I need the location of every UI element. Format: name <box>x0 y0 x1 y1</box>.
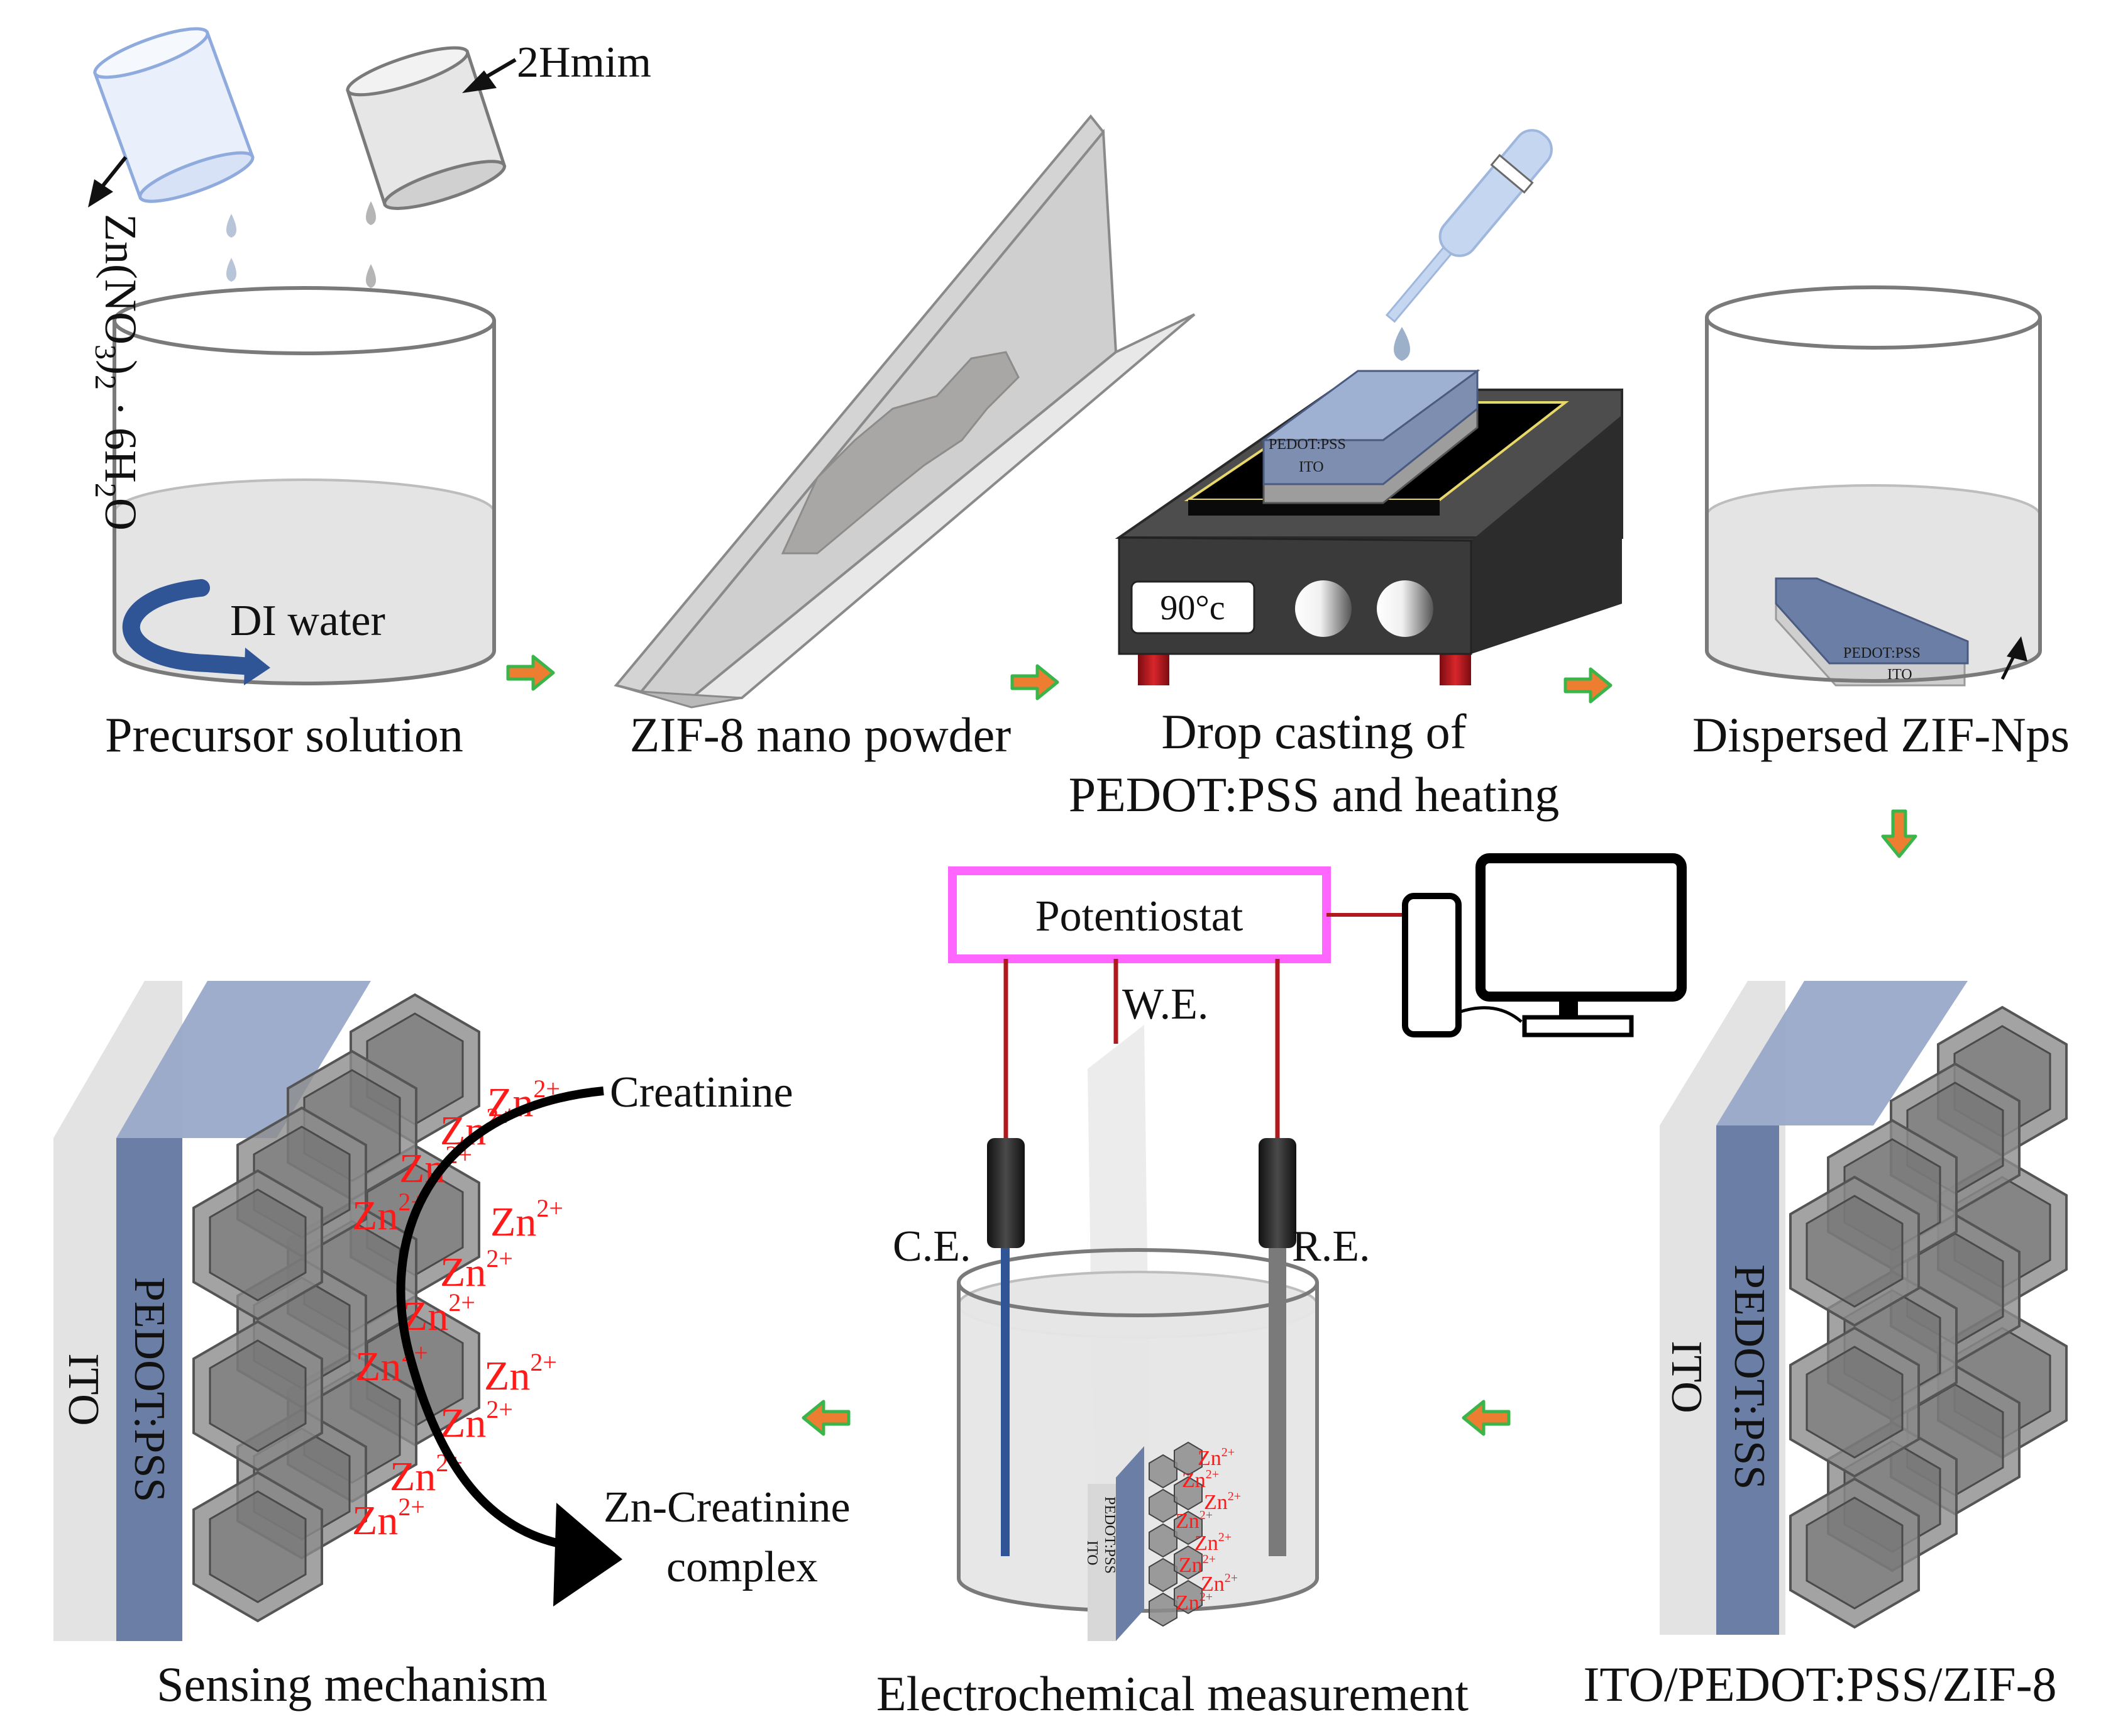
svg-text:Zn2+: Zn2+ <box>1201 1571 1238 1596</box>
svg-text:Zn2+: Zn2+ <box>1204 1490 1241 1514</box>
svg-text:Zn2+: Zn2+ <box>484 1348 557 1399</box>
reference-electrode-icon <box>1259 1138 1296 1556</box>
glass-pour-left-icon <box>93 27 255 282</box>
pedot-pss-layer-label: PEDOT:PSS <box>1101 1496 1118 1574</box>
precursor-beaker-icon <box>113 286 496 685</box>
temperature-label: 90°c <box>1160 589 1225 628</box>
svg-text:Zn2+: Zn2+ <box>1176 1508 1213 1533</box>
caption-ito-pedot-zif8: ITO/PEDOT:PSS/ZIF-8 <box>1583 1657 2056 1711</box>
ito-layer-label: ITO <box>59 1353 108 1425</box>
ito-layer-label: ITO <box>1662 1341 1711 1413</box>
pedot-pss-layer-label: PEDOT:PSS <box>125 1277 174 1502</box>
hmim-pointer-arrow-icon <box>462 58 517 93</box>
zinc-salt-label: Zn(NO3)2 · 6H2O <box>89 214 146 531</box>
counter-electrode-icon <box>987 1138 1025 1556</box>
pedot-pss-layer-label: PEDOT:PSS <box>1269 436 1346 453</box>
mini-electrode-icon <box>1088 1442 1203 1641</box>
svg-text:Zn2+: Zn2+ <box>440 1395 513 1446</box>
counter-electrode-label: C.E. <box>893 1222 971 1271</box>
di-water-label: DI water <box>230 597 385 645</box>
electrode-stack-icon <box>1660 981 2068 1635</box>
stir-arrow-icon <box>122 579 270 685</box>
ito-layer-label: ITO <box>1887 666 1912 683</box>
zinc-salt-pointer-arrow-icon <box>88 156 128 207</box>
process-arrow-icon <box>803 1402 849 1434</box>
computer-icon <box>1326 853 1687 1037</box>
creatinine-pathway-arrow-icon <box>396 1086 622 1606</box>
caption-dispersed-zif-nps: Dispersed ZIF-Nps <box>1692 707 2070 762</box>
working-electrode-label: W.E. <box>1122 980 1208 1029</box>
svg-text:Zn2+: Zn2+ <box>402 1288 475 1339</box>
weighing-boat-icon <box>614 114 1196 709</box>
process-arrow-icon <box>1883 811 1916 856</box>
dispersion-beaker-icon <box>1705 285 2042 687</box>
svg-text:Zn2+: Zn2+ <box>1179 1552 1216 1577</box>
sensing-electrode-stack-icon <box>53 981 480 1641</box>
ito-layer-label: ITO <box>1299 459 1324 475</box>
caption-drop-casting-line1: Drop casting of <box>1161 704 1466 759</box>
ito-substrate-icon <box>1260 369 1481 504</box>
caption-sensing-mechanism: Sensing mechanism <box>157 1657 548 1711</box>
electrode-wire-icon <box>1003 959 1280 1138</box>
svg-text:Zn2+: Zn2+ <box>1182 1468 1219 1492</box>
pedot-pss-layer-label: PEDOT:PSS <box>1843 645 1921 661</box>
zn-creatinine-complex-label-line2: complex <box>666 1543 818 1591</box>
svg-text:Zn2+: Zn2+ <box>1194 1530 1232 1555</box>
process-arrow-icon <box>508 656 553 689</box>
svg-text:Zn2+: Zn2+ <box>355 1339 428 1390</box>
svg-text:Zn2+: Zn2+ <box>1176 1590 1213 1615</box>
substrate-pointer-arrow-icon <box>2000 636 2027 680</box>
glass-pour-right-icon <box>346 46 507 288</box>
reference-electrode-label: R.E. <box>1292 1222 1370 1271</box>
svg-text:Zn2+: Zn2+ <box>352 1493 425 1544</box>
svg-text:Zn2+: Zn2+ <box>1198 1446 1235 1470</box>
hmim-label: 2Hmim <box>517 38 651 87</box>
hotplate-knob-icon <box>1295 580 1433 637</box>
potentiostat-label: Potentiostat <box>1035 892 1243 941</box>
caption-drop-casting-line2: PEDOT:PSS and heating <box>1069 767 1559 822</box>
process-arrow-icon <box>1012 666 1057 699</box>
zn-ion-cluster: Zn2+ Zn2+ Zn2+ Zn2+ Zn2+ Zn2+ Zn2+ Zn2+ … <box>352 1075 563 1544</box>
process-arrow-icon <box>1565 669 1611 702</box>
pipette-icon <box>1385 129 1553 361</box>
zn-creatinine-complex-label-line1: Zn-Creatinine <box>604 1483 851 1532</box>
mini-zn-ion-cluster: Zn2+ Zn2+ Zn2+ Zn2+ Zn2+ Zn2+ Zn2+ Zn2+ <box>1176 1446 1241 1615</box>
creatinine-label: Creatinine <box>610 1068 793 1117</box>
caption-electrochemical-measurement: Electrochemical measurement <box>876 1666 1469 1721</box>
pedot-pss-layer-label: PEDOT:PSS <box>1725 1264 1773 1490</box>
ito-layer-label: ITO <box>1084 1540 1100 1566</box>
svg-text:Zn2+: Zn2+ <box>490 1194 563 1245</box>
caption-precursor-solution: Precursor solution <box>105 707 463 762</box>
svg-text:Zn2+: Zn2+ <box>440 1244 513 1295</box>
caption-zif8-nano-powder: ZIF-8 nano powder <box>630 707 1012 762</box>
temperature-display <box>1130 580 1255 634</box>
process-arrow-icon <box>1464 1402 1509 1434</box>
